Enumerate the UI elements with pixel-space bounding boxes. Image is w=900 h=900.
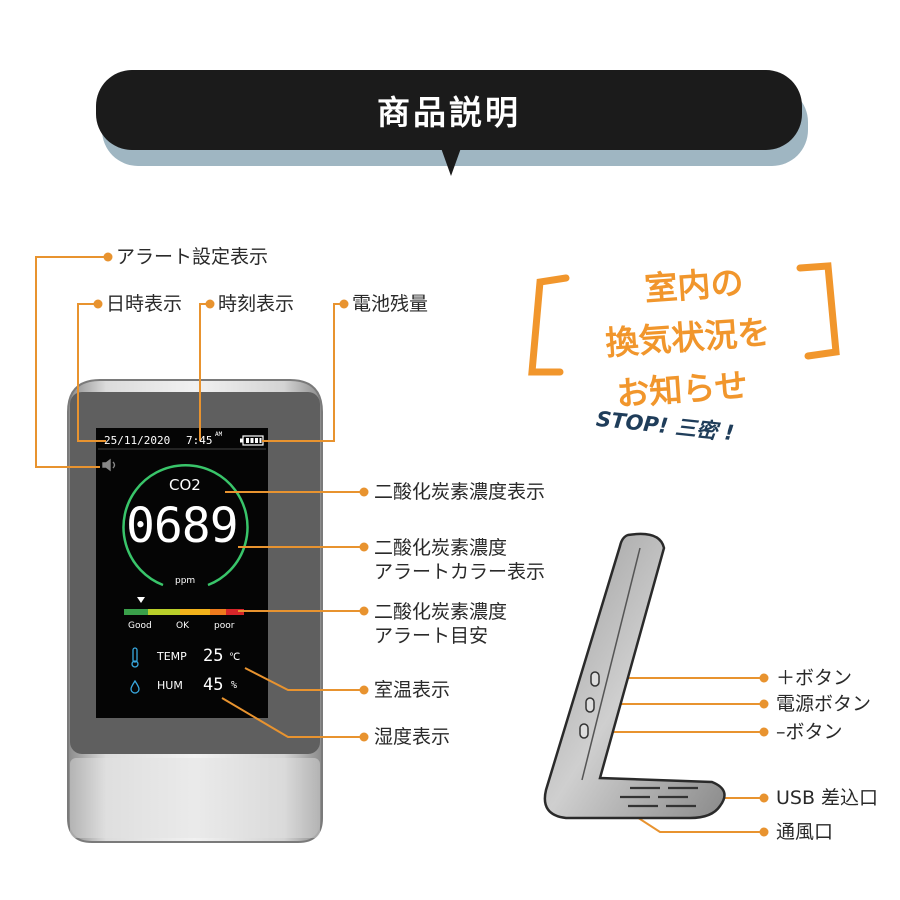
label-date-display: 日時表示 (106, 293, 183, 315)
label-co2-display: 二酸化炭素濃度表示 (374, 481, 546, 503)
thermometer-icon (131, 647, 139, 668)
label-co2-color: 二酸化炭素濃度 アラートカラー表示 (374, 537, 546, 583)
label-power-button: 電源ボタン (776, 693, 872, 715)
power-button-shape (585, 697, 595, 713)
promo-line-1: 室内の (643, 262, 745, 309)
callout-dots (93, 252, 769, 837)
stand-side-view (543, 532, 726, 820)
co2-gauge-ring (122, 464, 249, 587)
label-minus-button: –ボタン (776, 721, 843, 743)
vent-slots (620, 786, 698, 808)
minus-button-shape (579, 723, 589, 739)
label-vent: 通風口 (776, 821, 834, 843)
lcd-temp-value: 25 (203, 646, 224, 666)
page-title: 商品説明 (377, 93, 521, 132)
lcd-ampm: AM (215, 431, 223, 438)
lcd-temp-label: TEMP (157, 650, 187, 663)
title-banner: 商品説明 (96, 70, 802, 150)
co2-level-bar (124, 609, 244, 615)
lcd-co2-value: 0689 (126, 498, 239, 554)
lcd-temp-unit: ℃ (229, 652, 241, 663)
lcd-screen (96, 428, 268, 718)
lcd-unit: ppm (175, 576, 196, 586)
label-plus-button: ＋ボタン (776, 667, 853, 689)
label-room-temp: 室温表示 (374, 679, 451, 701)
device (67, 379, 323, 843)
promo-bracket (528, 262, 840, 376)
promo-line-2: 換気状況を (604, 312, 772, 363)
lcd-date: 25/11/2020 (104, 434, 171, 447)
label-alert-setting: アラート設定表示 (116, 246, 269, 268)
scale-ok: OK (176, 621, 189, 631)
droplet-icon (130, 679, 140, 694)
lcd-co2-label: CO2 (169, 476, 201, 494)
label-battery: 電池残量 (352, 293, 429, 315)
banner-pointer (441, 148, 461, 176)
lcd-time: 7:45 (186, 434, 213, 447)
callout-lines (35, 256, 764, 833)
lcd-hum-label: HUM (157, 679, 183, 692)
label-co2-guide: 二酸化炭素濃度 アラート目安 (374, 601, 508, 647)
lcd-hum-value: 45 (203, 675, 224, 695)
label-time-display: 時刻表示 (218, 293, 295, 315)
alert-icon (102, 458, 116, 472)
scale-good: Good (128, 621, 152, 631)
label-usb-port: USB 差込口 (776, 787, 879, 809)
label-humidity: 湿度表示 (374, 726, 451, 748)
level-marker (137, 597, 145, 603)
scale-poor: poor (214, 621, 235, 631)
plus-button-shape (590, 671, 600, 687)
lcd-hum-unit: % (231, 680, 238, 691)
